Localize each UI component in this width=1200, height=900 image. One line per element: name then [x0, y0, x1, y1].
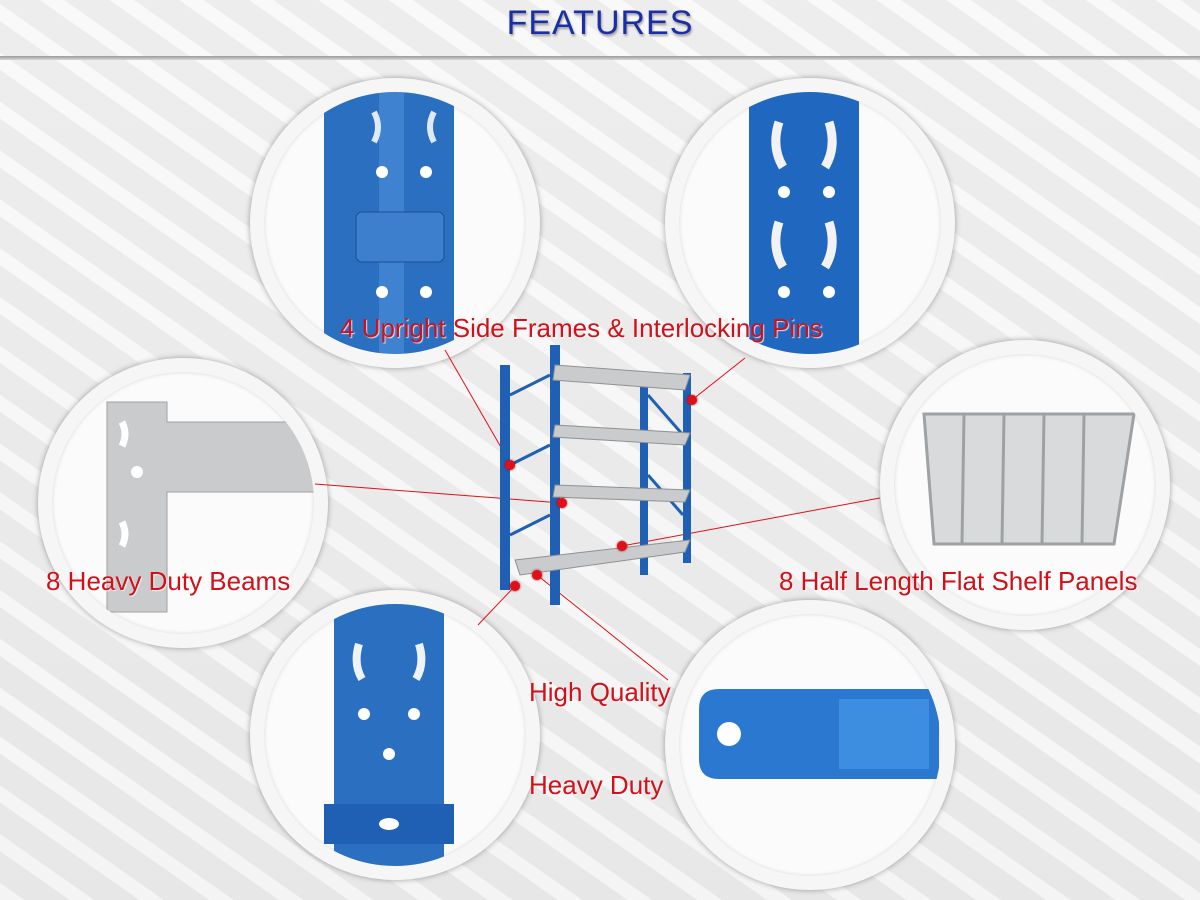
label-heavy-duty: Heavy Duty — [529, 770, 664, 800]
callout-dot — [617, 541, 627, 551]
upright-holes-circle — [665, 78, 955, 368]
label-high-quality: High Quality — [529, 677, 671, 707]
callout-dot — [687, 395, 697, 405]
rack-illustration — [500, 345, 691, 605]
label-beams: 8 Heavy Duty Beams — [46, 566, 291, 596]
label-upright-frames: 4 Upright Side Frames & Interlocking Pin… — [340, 313, 823, 343]
beam-detail-circle — [38, 358, 328, 648]
title-divider — [0, 56, 1200, 60]
callout-dot — [532, 570, 542, 580]
callout-dot — [510, 581, 520, 591]
page-title: FEATURES — [506, 4, 694, 42]
callout-dot — [557, 498, 567, 508]
callout-dot — [505, 460, 515, 470]
label-shelf-panels: 8 Half Length Flat Shelf Panels — [779, 566, 1138, 596]
